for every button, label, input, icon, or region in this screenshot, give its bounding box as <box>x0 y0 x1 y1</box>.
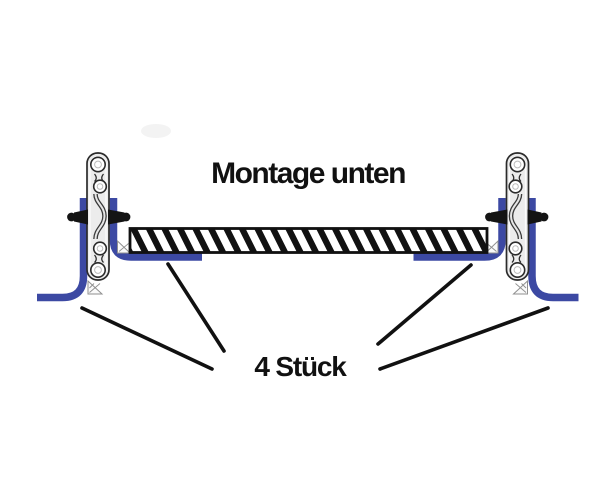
leader-line-left-inner <box>166 262 226 353</box>
mounting-panel <box>128 227 489 254</box>
diagram-title: Montage unten <box>211 157 405 190</box>
leader-line-right-inner <box>376 263 473 346</box>
leader-line-left-outer <box>80 306 214 371</box>
quantity-label: 4 Stück <box>254 351 347 382</box>
leader-lines <box>80 262 550 371</box>
scan-smudge <box>141 124 171 138</box>
leader-line-right-outer <box>378 306 550 371</box>
right-drawer-slide-assembly <box>414 153 579 298</box>
